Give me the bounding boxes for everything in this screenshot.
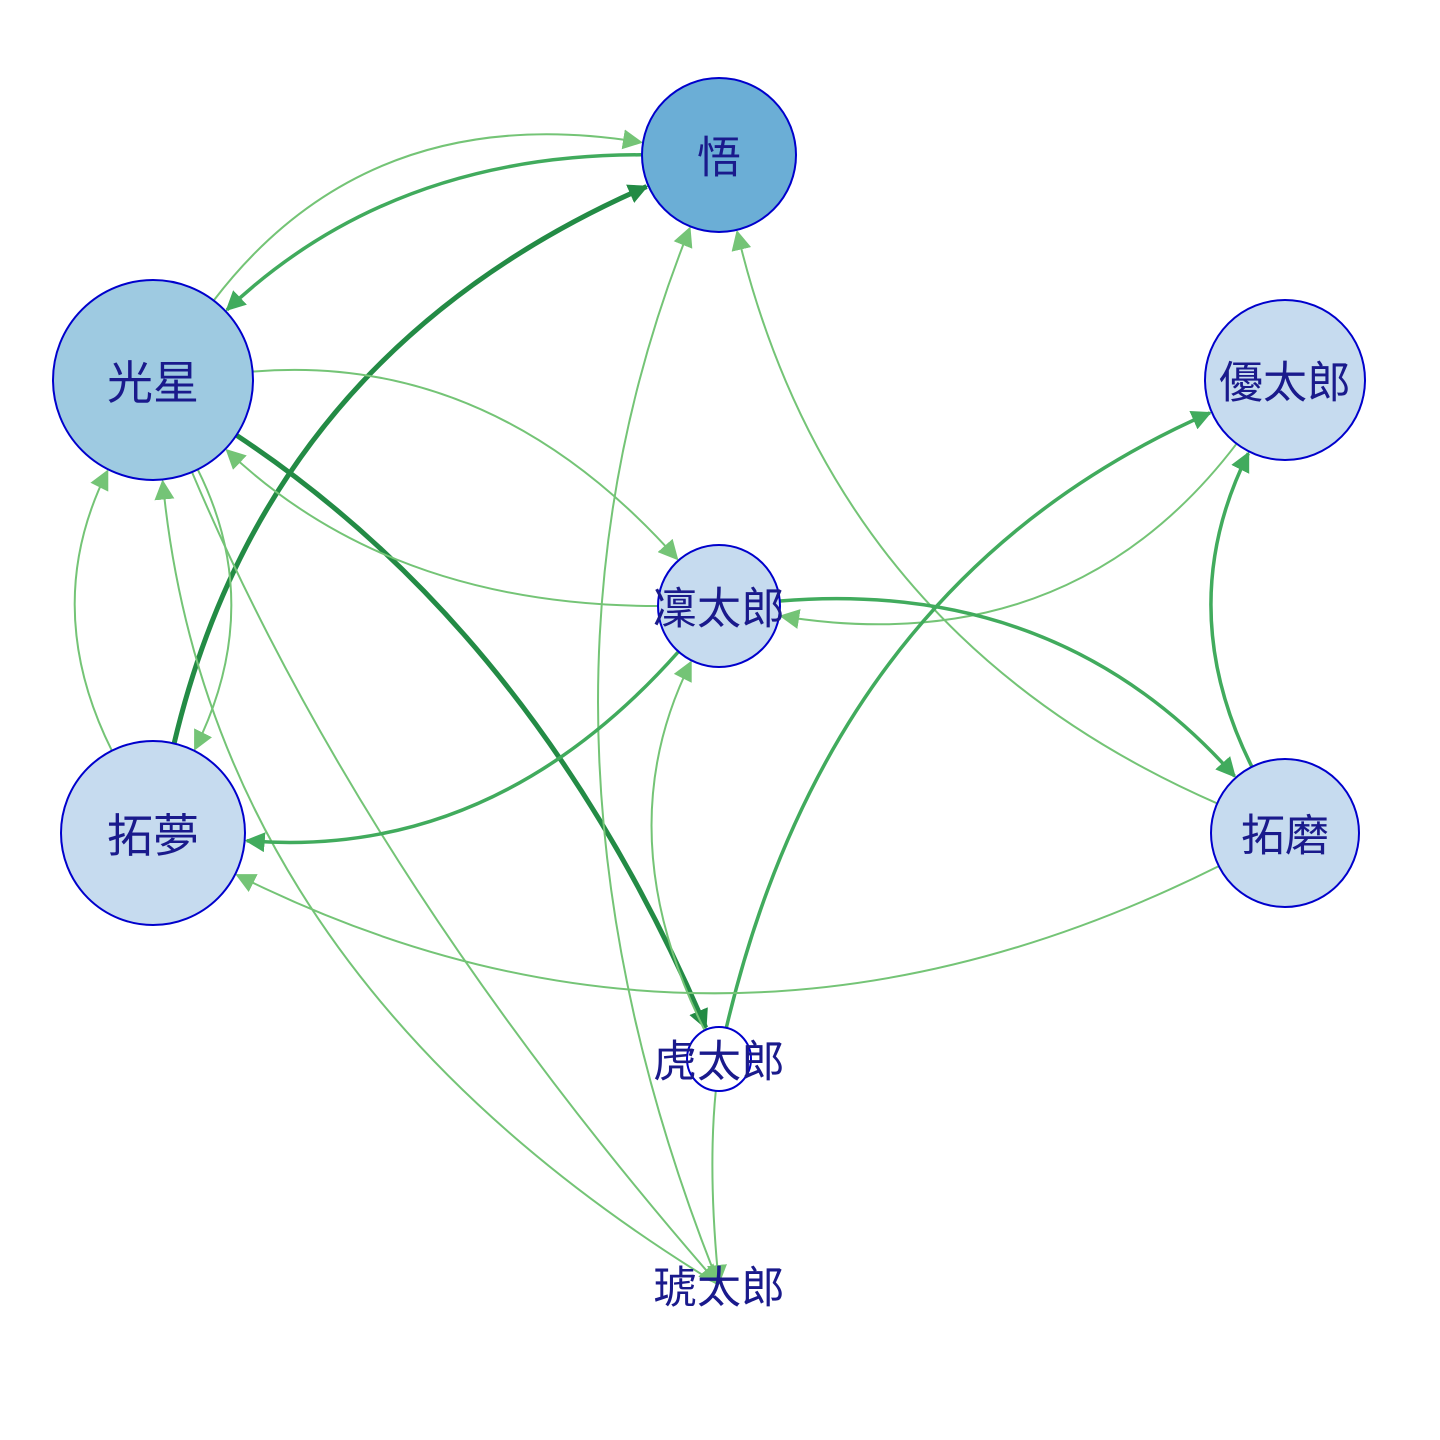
node-yutaro: 優太郎 [1204,299,1366,461]
edge-takumu-to-kosei [73,469,113,752]
node-satoru: 悟 [641,77,797,233]
node-takumu: 拓夢 [60,740,246,926]
node-label-kotaro: 虎太郎 [653,1037,785,1088]
node-circle-kosei [52,279,254,481]
edge-kotaro-to-kotaro2 [707,1090,727,1285]
node-kotaro: 虎太郎 [653,1026,785,1092]
edge-kosei-to-rintaro [252,368,679,561]
node-circle-rintaro [657,544,781,668]
edge-kotaro2-to-kosei [154,479,718,1285]
node-label-kotaro2: 琥太郎 [653,1263,785,1314]
edge-satoru-to-kosei [225,153,643,312]
edge-rintaro-to-kosei [225,448,659,608]
node-label-rintaro: 凜太郎 [653,584,785,635]
edge-takumu-to-satoru [171,184,649,745]
node-label-kosei: 光星 [107,356,199,410]
edge-kosei-to-kotaro2 [191,471,720,1286]
node-circle-takumu [60,740,246,926]
edge-yutaro-to-rintaro [779,443,1238,629]
edge-kotaro2-to-satoru [597,226,720,1284]
node-takuma: 拓磨 [1210,758,1360,908]
node-label-takuma: 拓磨 [1241,811,1329,862]
node-kotaro2: 琥太郎 [653,1263,785,1314]
node-label-takumu: 拓夢 [107,809,199,863]
edges-layer [73,129,1254,1286]
node-rintaro: 凜太郎 [653,544,785,668]
node-circle-takuma [1210,758,1360,908]
edge-kosei-to-kotaro [235,433,708,1030]
node-label-yutaro: 優太郎 [1219,358,1351,409]
edge-rintaro-to-takumu [244,650,680,853]
edge-takuma-to-satoru [731,229,1218,805]
node-circle-yutaro [1204,299,1366,461]
node-kosei: 光星 [52,279,254,481]
edge-kotaro-to-rintaro [650,660,706,1031]
edge-takuma-to-yutaro [1209,451,1254,768]
edge-takuma-to-takumu [235,865,1220,995]
node-circle-satoru [641,77,797,233]
edge-kosei-to-satoru [212,129,643,302]
edge-rintaro-to-takuma [779,596,1236,778]
edge-kosei-to-takumu [194,468,233,751]
node-circle-kotaro [686,1026,752,1092]
edge-kotaro-to-yutaro [724,410,1212,1029]
node-label-satoru: 悟 [697,133,741,184]
